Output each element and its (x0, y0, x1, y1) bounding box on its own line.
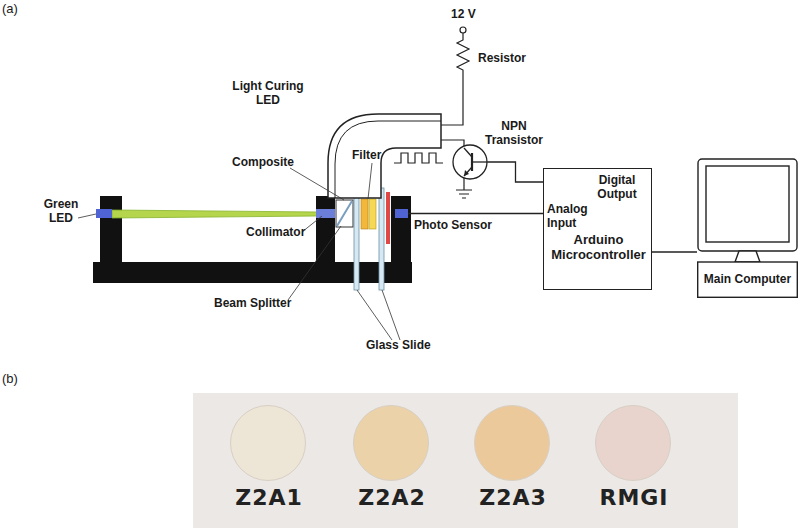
transistor-body (453, 145, 487, 179)
part-label: Composite (232, 156, 294, 170)
microcontroller-box: Digital OutputAnalog InputArduino Microc… (543, 168, 652, 290)
panel-label: (a) (2, 2, 18, 17)
collimator (316, 209, 335, 218)
computer-case (698, 262, 798, 297)
part-label: Glass Slide (366, 339, 431, 353)
beam-splitter (337, 201, 352, 226)
node-label: Arduino Microcontroller (544, 233, 653, 263)
emitter-arrow (464, 170, 469, 176)
sample-disc: Z2A2 (353, 405, 429, 481)
photo-sensor: Photo Sensor (395, 209, 408, 218)
node-label: Photo Sensor (414, 219, 492, 233)
post (100, 196, 122, 263)
green-led (96, 209, 112, 218)
sample-disc: Z2A3 (474, 405, 550, 481)
node-label: Digital Output (584, 174, 650, 202)
glass-slide (354, 188, 359, 290)
part-label: Resistor (478, 52, 526, 66)
transistor-symbol (452, 144, 488, 180)
signal-wire (488, 162, 543, 182)
transistor-leads (464, 148, 488, 176)
glass-slide (379, 188, 384, 290)
signal-wire (652, 251, 697, 252)
part-label: Filter (352, 149, 381, 163)
leader-line (78, 214, 96, 218)
panel-label: (b) (2, 372, 18, 387)
post (316, 196, 335, 263)
monitor-stand (735, 251, 760, 262)
signal-wire (408, 213, 543, 214)
leader-line (357, 290, 392, 340)
post (391, 196, 411, 263)
part-label: Green LED (40, 198, 82, 226)
npn-transistor: NPN Transistor (452, 144, 488, 180)
leader-line (382, 290, 400, 340)
node-label: NPN Transistor (474, 120, 554, 148)
sample-disc: Z2A1 (230, 405, 306, 481)
curing-lamp (328, 114, 441, 198)
leader-lines (78, 163, 400, 340)
composite-sample (336, 200, 353, 227)
resistor-symbol (441, 33, 469, 125)
light-beam (112, 210, 318, 218)
filter (361, 199, 368, 229)
sample-label: Z2A1 (209, 485, 329, 510)
leader-line (290, 168, 344, 200)
filter (386, 192, 390, 244)
curing-lamp (335, 121, 441, 198)
screen (706, 166, 789, 242)
node-label: Analog Input (547, 203, 597, 231)
base-plate (93, 262, 412, 283)
part-label: Light Curing LED (226, 80, 310, 108)
supply-terminal (460, 27, 466, 33)
computer: Main Computer (697, 158, 798, 298)
monitor (698, 159, 797, 251)
voltage-label: 12 V (451, 8, 476, 22)
part-label: Beam Splitter (214, 297, 291, 311)
sample-label: Z2A2 (332, 485, 452, 510)
node-label: Main Computer (697, 262, 798, 298)
photo-background (193, 393, 738, 528)
sample-label: Z2A3 (453, 485, 573, 510)
wire (441, 140, 464, 148)
filter (369, 199, 376, 229)
part-label: Collimator (246, 226, 305, 240)
sample-disc: RMGI (595, 405, 671, 481)
sample-label: RMGI (574, 485, 694, 510)
pulse-signal (394, 153, 443, 163)
leader-line (368, 163, 372, 199)
